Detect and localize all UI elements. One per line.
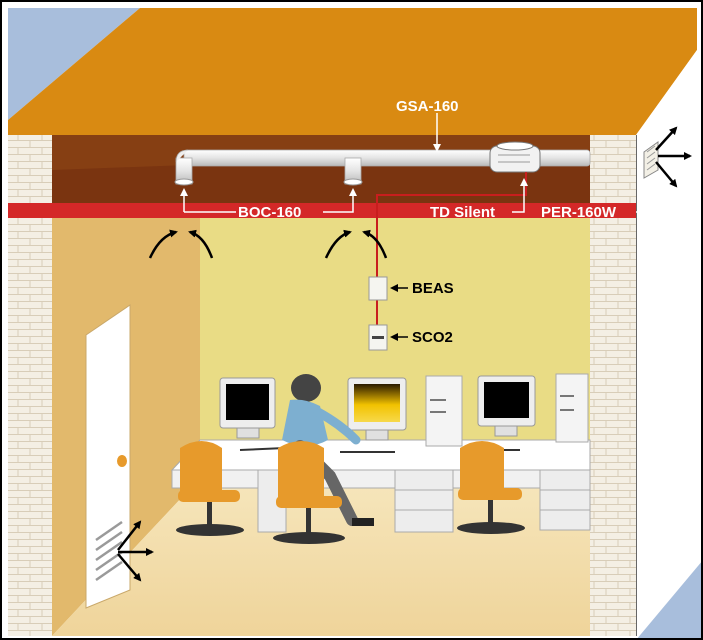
sky-corner — [636, 560, 703, 640]
monitor-3 — [477, 375, 536, 437]
outward-arrows-icon — [117, 520, 154, 582]
computer-tower-1 — [425, 375, 463, 447]
chair-3 — [457, 441, 525, 534]
curved-arrow-icon — [362, 229, 388, 259]
brick-column-right — [590, 135, 636, 636]
external-outlet — [643, 141, 659, 179]
monitor-1 — [219, 377, 276, 439]
curved-arrow-icon — [148, 229, 178, 259]
chair-2 — [273, 441, 345, 544]
red-band — [8, 203, 636, 218]
door-knob — [117, 455, 127, 467]
leader-lines — [180, 113, 654, 213]
fan-unit — [489, 141, 541, 173]
person — [282, 374, 374, 526]
monitor-2 — [347, 377, 407, 441]
computer-tower-2 — [555, 373, 589, 443]
arrow-left-icon — [390, 284, 408, 341]
curved-arrow-icon — [324, 229, 352, 259]
roof — [8, 8, 697, 135]
beas-controller — [368, 276, 388, 301]
outward-arrows-icon — [655, 126, 692, 188]
airflow-arrows — [148, 229, 388, 259]
floor — [52, 478, 590, 636]
chair-1 — [176, 441, 244, 536]
label-controller: BEAS — [412, 280, 454, 297]
back-wall — [200, 218, 590, 478]
door — [85, 304, 131, 609]
duct-system — [174, 149, 591, 186]
curved-arrow-icon — [188, 229, 214, 259]
label-outlet: PER-160W — [541, 204, 617, 221]
label-fan: TD Silent — [430, 204, 495, 221]
label-vents: BOC-160 — [238, 204, 301, 221]
label-duct: GSA-160 — [396, 98, 459, 115]
brick-column-left — [8, 135, 52, 636]
label-sensor: SCO2 — [412, 329, 453, 346]
door-grille — [95, 520, 123, 582]
